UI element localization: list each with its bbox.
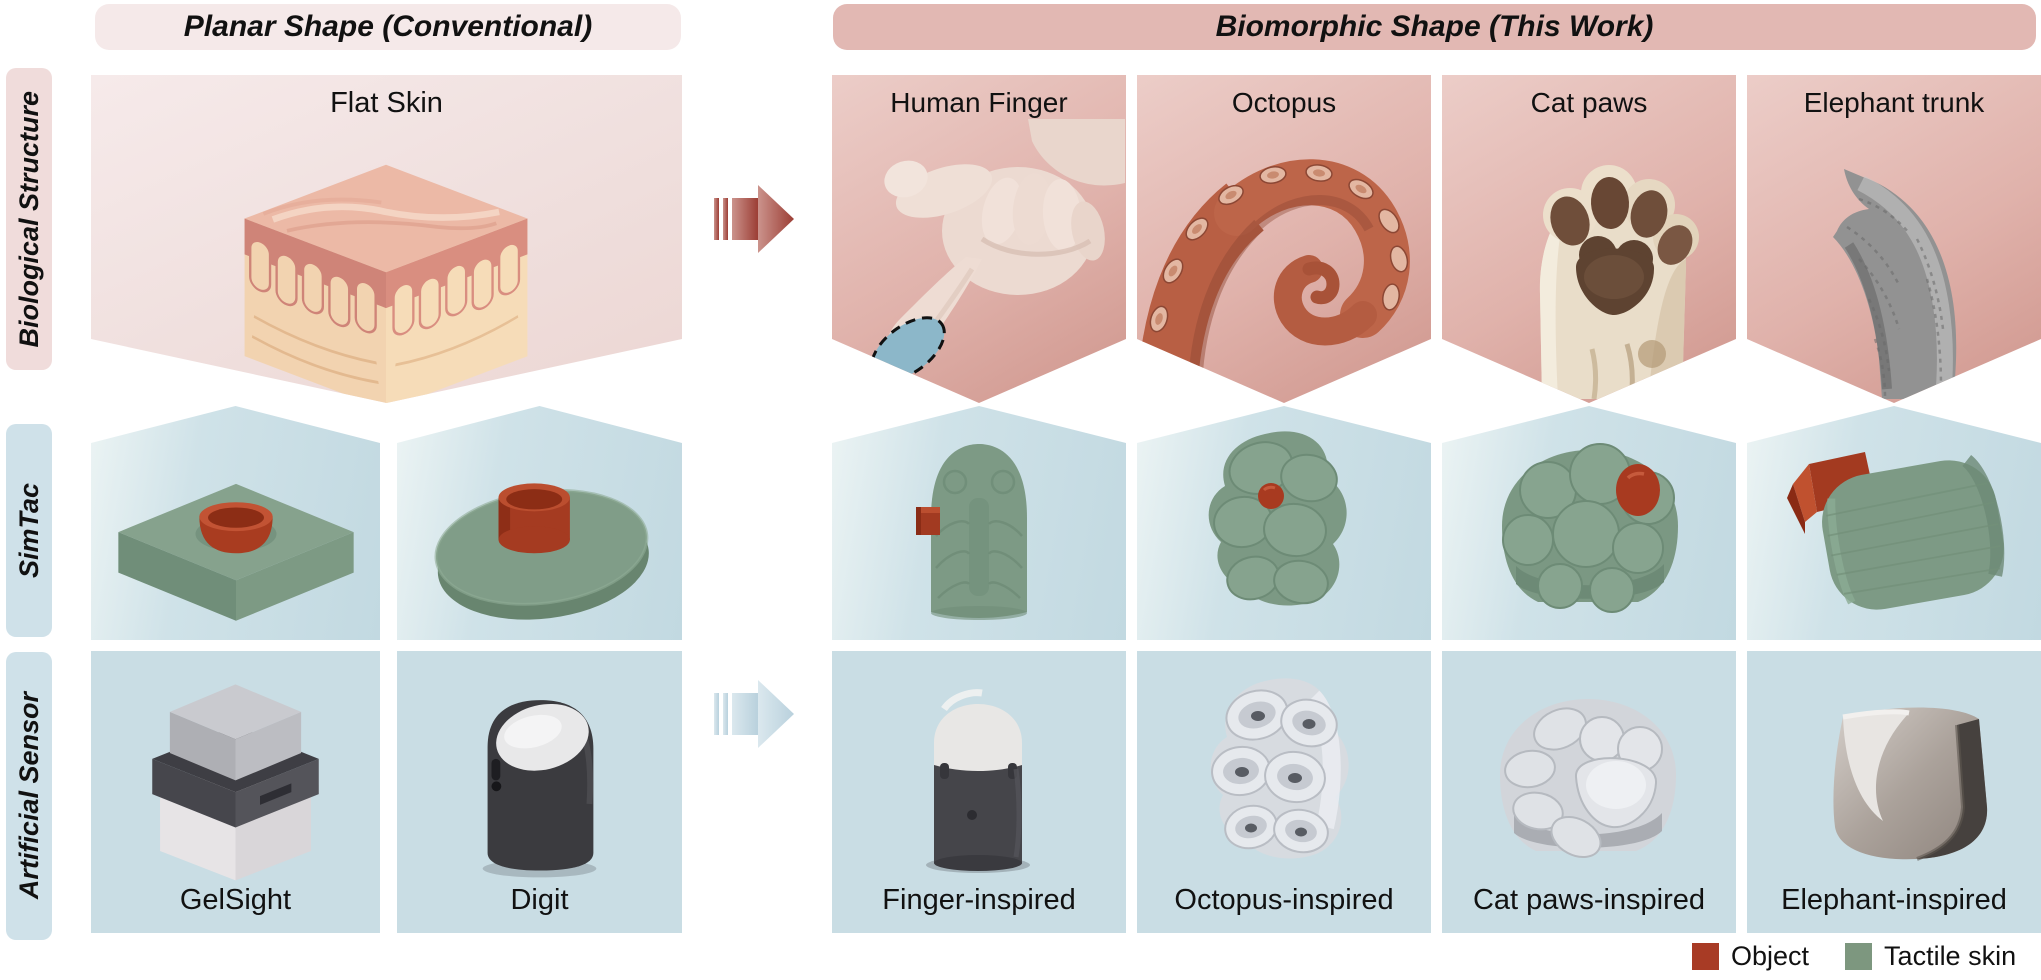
- row-label-artificial-sensor-text: Artificial Sensor: [13, 692, 44, 900]
- row-label-biological-structure-text: Biological Structure: [13, 90, 44, 348]
- octopus-tentacle-illustration: [1137, 159, 1410, 399]
- cat-paws-inspired-panel: Cat paws-inspired: [1442, 651, 1736, 933]
- simtac-rounded-pad-panel: [397, 406, 682, 640]
- row-label-artificial-sensor: Artificial Sensor: [6, 652, 52, 940]
- simtac-elephant-illustration: [1787, 452, 2005, 610]
- human-hand-illustration: [870, 119, 1125, 382]
- column-octopus: Octopus: [1137, 0, 1431, 980]
- column-elephant-trunk: Elephant trunk: [1747, 0, 2041, 980]
- simtac-octopus-illustration: [1208, 431, 1347, 606]
- simtac-flat-pad-illustration: [118, 483, 354, 621]
- gelsight-sensor-illustration: [152, 684, 319, 881]
- bio-transfer-arrow-icon: [714, 185, 794, 253]
- elephant-inspired-label: Elephant-inspired: [1781, 884, 2007, 916]
- skin-cross-section-illustration: [244, 164, 528, 403]
- elephant-trunk-title: Elephant trunk: [1803, 87, 1985, 118]
- tactile-skin-color-swatch: [1845, 943, 1873, 970]
- conventional-group: Flat Skin: [91, 0, 682, 980]
- row-label-simtac: SimTac: [6, 424, 52, 637]
- flat-skin-title: Flat Skin: [330, 87, 443, 119]
- gelsight-panel: GelSight: [91, 651, 380, 933]
- planar-shape-banner: Planar Shape (Conventional): [95, 4, 681, 50]
- cat-paws-title: Cat paws: [1530, 87, 1648, 118]
- biomorphic-shape-banner: Biomorphic Shape (This Work): [833, 4, 2036, 50]
- octopus-title: Octopus: [1231, 87, 1337, 118]
- sensor-transfer-arrow-icon: [714, 680, 794, 748]
- cat-paw-illustration: [1539, 165, 1699, 399]
- object-legend-label: Object: [1731, 941, 1810, 971]
- simtac-cat-paw-illustration: [1502, 443, 1678, 613]
- legend: Object Tactile skin: [1692, 941, 2016, 972]
- cat-paws-bio-panel: Cat paws: [1442, 75, 1736, 403]
- row-label-biological-structure: Biological Structure: [6, 68, 52, 370]
- digit-label: Digit: [510, 884, 569, 916]
- finger-inspired-panel: Finger-inspired: [832, 651, 1126, 933]
- octopus-inspired-panel: Octopus-inspired: [1137, 651, 1431, 933]
- simtac-rounded-pad-illustration: [434, 483, 649, 620]
- finger-inspired-label: Finger-inspired: [882, 884, 1076, 916]
- simtac-elephant-panel: [1747, 406, 2041, 640]
- row-label-simtac-text: SimTac: [13, 482, 44, 579]
- column-human-finger: Human Finger: [832, 0, 1126, 980]
- simtac-finger-panel: [832, 406, 1126, 640]
- finger-inspired-sensor-illustration: [926, 689, 1030, 873]
- flat-skin-panel: Flat Skin: [91, 75, 682, 403]
- object-color-swatch: [1692, 943, 1719, 970]
- simtac-flat-pad-panel: [91, 406, 380, 640]
- legend-item-tactile-skin: Tactile skin: [1845, 941, 2016, 972]
- human-finger-bio-panel: Human Finger: [832, 75, 1126, 403]
- octopus-inspired-label: Octopus-inspired: [1174, 884, 1394, 916]
- human-finger-title: Human Finger: [890, 87, 1068, 118]
- digit-panel: Digit: [397, 651, 682, 933]
- legend-item-object: Object: [1692, 941, 1809, 972]
- cat-paws-inspired-label: Cat paws-inspired: [1472, 884, 1706, 916]
- biomorphic-shape-banner-text: Biomorphic Shape (This Work): [1215, 10, 1654, 43]
- elephant-inspired-sensor-illustration: [1833, 707, 1988, 861]
- simtac-cat-paw-panel: [1442, 406, 1736, 640]
- biomorphic-group: Human Finger: [832, 0, 2041, 980]
- octopus-inspired-sensor-illustration: [1210, 678, 1349, 859]
- simtac-finger-illustration: [916, 444, 1027, 620]
- column-cat-paws: Cat paws: [1442, 0, 1736, 980]
- elephant-trunk-bio-panel: Elephant trunk: [1747, 75, 2041, 403]
- simtac-octopus-panel: [1137, 406, 1431, 640]
- digit-sensor-illustration: [482, 700, 597, 878]
- elephant-inspired-panel: Elephant-inspired: [1747, 651, 2041, 933]
- planar-shape-banner-text: Planar Shape (Conventional): [183, 10, 593, 43]
- tactile-skin-legend-label: Tactile skin: [1884, 941, 2017, 971]
- octopus-bio-panel: Octopus: [1137, 75, 1431, 403]
- gelsight-label: GelSight: [179, 884, 292, 916]
- elephant-trunk-illustration: [1833, 169, 1957, 399]
- cat-paws-inspired-sensor-illustration: [1500, 699, 1676, 859]
